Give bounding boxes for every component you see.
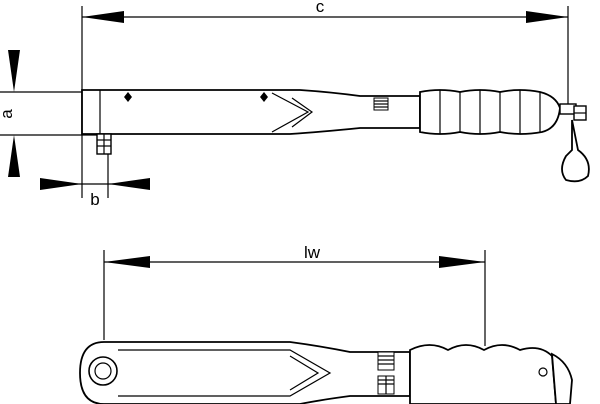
diamond-marker-icon	[260, 92, 268, 102]
bottom-view: lw	[79, 243, 573, 404]
square-drive-icon	[96, 133, 112, 155]
wrench-top-body	[79, 341, 411, 404]
scale-marks-icon	[373, 97, 389, 111]
top-view: c a b	[0, 0, 590, 209]
scale-marks-icon	[377, 351, 395, 395]
wrench-top-grip	[409, 344, 573, 404]
dimension-lw-label: lw	[304, 243, 321, 262]
dimension-a-label: a	[0, 109, 16, 119]
dimension-c: c	[81, 0, 569, 112]
dimension-b-label: b	[90, 190, 99, 209]
wrench-side-body	[81, 89, 421, 155]
dimension-c-label: c	[316, 0, 325, 16]
dimension-lw: lw	[103, 243, 486, 346]
diamond-marker-icon	[124, 92, 132, 102]
adjust-knob-icon	[559, 103, 590, 183]
ring-head-icon	[88, 356, 118, 386]
dimension-a: a	[0, 50, 100, 177]
wrench-side-grip	[419, 89, 561, 135]
